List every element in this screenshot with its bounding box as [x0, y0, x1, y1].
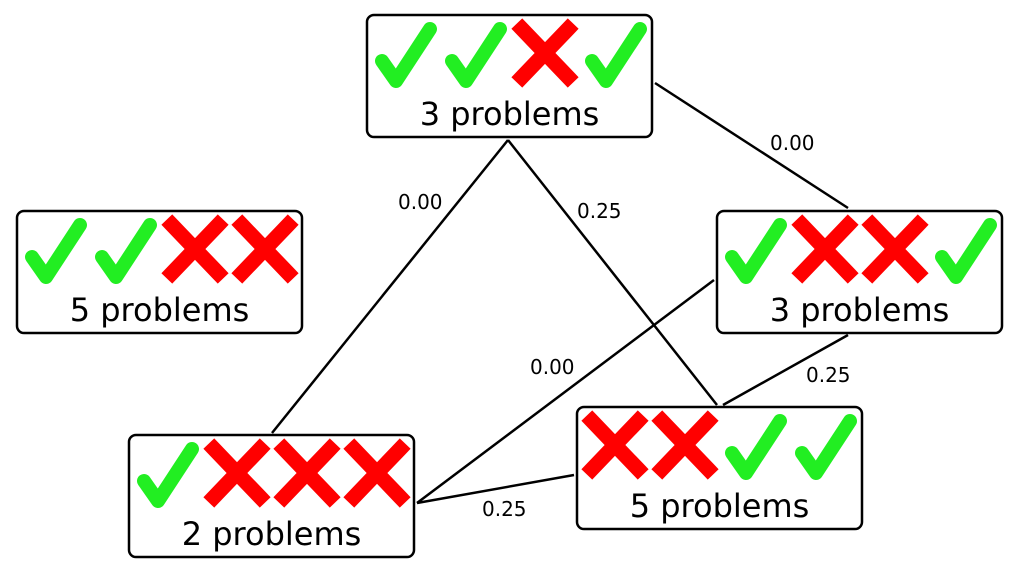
check-mark-icon [795, 414, 857, 480]
node-left: 5 problems [15, 209, 304, 335]
nodes-layer: 3 problems 5 problems 3 problems 2 problems… [15, 13, 1004, 559]
node-right: 3 problems [715, 209, 1004, 335]
check-mark-icon [95, 218, 157, 284]
node-label: 2 problems [182, 515, 362, 553]
cross-mark-icon [161, 214, 229, 284]
edge-labels-layer: 0.00 0.00 0.25 0.00 0.25 0.25 [398, 131, 851, 521]
check-mark-icon [585, 22, 647, 88]
edge-top-bottom-right [507, 139, 718, 406]
edge-top-right [654, 81, 849, 210]
cross-mark-icon [651, 410, 719, 480]
node-label: 3 problems [770, 291, 950, 329]
node-bottom-left: 2 problems [127, 433, 416, 559]
node-box [575, 405, 864, 531]
node-label: 3 problems [420, 95, 600, 133]
edges-layer [271, 81, 849, 505]
cross-mark-icon [343, 438, 411, 508]
cross-mark-icon [273, 438, 341, 508]
check-mark-icon [25, 218, 87, 284]
check-mark-icon [137, 442, 199, 508]
edge-label-right-bottom-left: 0.00 [530, 355, 575, 379]
edge-top-bottom-left [271, 139, 509, 434]
check-mark-icon [725, 218, 787, 284]
node-box [715, 209, 1004, 335]
edge-right-bottom-left [416, 279, 715, 504]
node-box [365, 13, 654, 139]
node-top: 3 problems [365, 13, 654, 139]
check-mark-icon [935, 218, 997, 284]
edge-right-bottom-right [722, 333, 849, 407]
cross-mark-icon [231, 214, 299, 284]
edge-label-bottom-left-bottom-right: 0.25 [482, 497, 527, 521]
check-mark-icon [445, 22, 507, 88]
cross-mark-icon [581, 410, 649, 480]
node-bottom-right: 5 problems [575, 405, 864, 531]
edge-label-top-bottom-right: 0.25 [577, 199, 622, 223]
cross-mark-icon [791, 214, 859, 284]
edge-label-right-bottom-right: 0.25 [806, 363, 851, 387]
edge-bottom-left-bottom-right [416, 473, 575, 505]
node-box [15, 209, 304, 335]
node-label: 5 problems [630, 487, 810, 525]
edge-label-top-bottom-left: 0.00 [398, 190, 443, 214]
cross-mark-icon [861, 214, 929, 284]
node-label: 5 problems [70, 291, 250, 329]
cross-mark-icon [511, 18, 579, 88]
cross-mark-icon [203, 438, 271, 508]
edge-label-top-right: 0.00 [770, 131, 815, 155]
check-mark-icon [375, 22, 437, 88]
node-box [127, 433, 416, 559]
check-mark-icon [725, 414, 787, 480]
